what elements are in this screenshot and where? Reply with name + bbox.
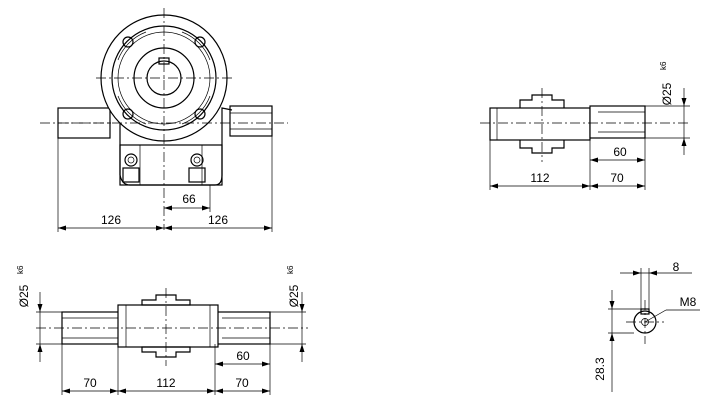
front-foot-bolt-left — [124, 153, 138, 167]
top-dim-60: 60 — [236, 349, 250, 363]
top-view — [36, 288, 308, 395]
front-dim-126-right: 126 — [208, 213, 228, 227]
front-flange-bolt — [122, 108, 134, 120]
side-diameter-label: Ø25 — [660, 82, 674, 105]
front-foot-bolt-right — [190, 153, 204, 167]
side-dim-70: 70 — [610, 171, 624, 185]
top-gear-hub-top — [141, 294, 191, 306]
top-right-diameter-label: Ø25 — [287, 284, 301, 307]
top-left-diameter-label: Ø25 — [17, 284, 31, 307]
front-dim-126-left: 126 — [101, 213, 121, 227]
top-left-tolerance-label: k6 — [16, 265, 25, 274]
side-tolerance-label: k6 — [659, 61, 668, 70]
shaft-end-detail — [608, 268, 700, 392]
front-flange-bolt — [194, 36, 206, 48]
side-gear-hub-bottom — [519, 140, 565, 154]
top-dim-70-right: 70 — [235, 376, 249, 390]
side-shaft-left — [489, 107, 591, 141]
side-dim-60: 60 — [613, 145, 627, 159]
top-dim-112: 112 — [156, 376, 175, 390]
front-flange-bolt — [122, 36, 134, 48]
front-right-shaft — [229, 105, 273, 137]
detail-thread-label: M8 — [680, 295, 697, 309]
top-housing-body — [117, 304, 219, 348]
front-view — [40, 8, 288, 232]
top-gear-hub-bottom — [141, 346, 191, 358]
top-right-tolerance-label: k6 — [286, 265, 295, 274]
detail-dim-28-3: 28.3 — [593, 357, 607, 381]
front-dim-66: 66 — [182, 192, 196, 206]
detail-dim-8: 8 — [673, 260, 680, 274]
front-flange-bolt — [194, 108, 206, 120]
side-shaft-right — [589, 105, 646, 139]
side-view — [480, 88, 690, 190]
side-dim-112: 112 — [530, 171, 549, 185]
top-dim-70-left: 70 — [83, 376, 97, 390]
